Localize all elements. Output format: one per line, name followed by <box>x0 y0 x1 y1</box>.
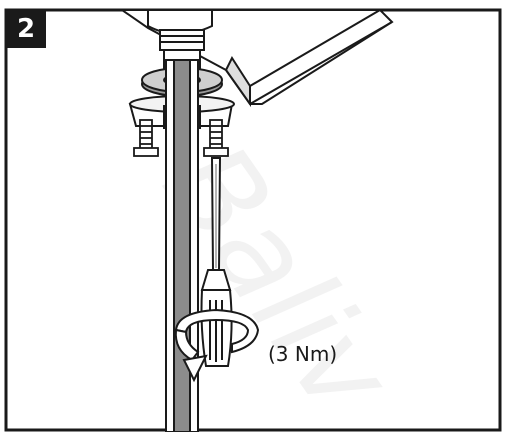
torque-annotation: (3 Nm) <box>268 342 338 366</box>
screwdriver <box>200 157 233 367</box>
rotation-arrow-icon <box>174 308 260 383</box>
right-screw <box>203 119 229 157</box>
left-screw <box>133 119 159 157</box>
step-number-badge: 2 <box>6 10 46 48</box>
